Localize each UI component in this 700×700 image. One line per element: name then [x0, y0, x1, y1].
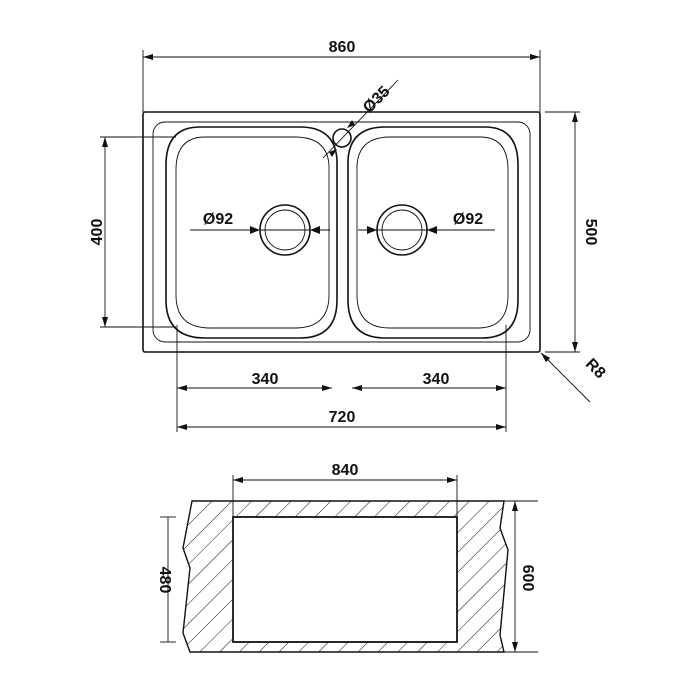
right-bowl-outer [347, 126, 519, 339]
dim-bowls-total-width: 720 [329, 409, 356, 426]
sink-top-view: 860 Ø35 Ø92 Ø92 400 500 R8 340 [89, 39, 608, 432]
left-bowl-outer [165, 126, 338, 339]
tap-hole [332, 128, 352, 148]
dim-bowl-left-width: 340 [252, 371, 279, 388]
countertop-hatched [182, 500, 509, 653]
dim-drain-right: Ø92 [453, 211, 483, 228]
dim-corner-radius: R8 [582, 356, 609, 383]
right-bowl-inner [356, 136, 509, 329]
dim-cutout-depth: 480 [156, 567, 173, 594]
dim-bowl-right-width: 340 [423, 371, 450, 388]
left-bowl-inner [175, 136, 330, 329]
sink-outline [142, 111, 541, 353]
cutout-opening [232, 516, 458, 643]
tap-leader [322, 79, 399, 159]
cutout-view: 840 480 600 [156, 462, 538, 653]
dim-overall-width: 860 [329, 39, 356, 56]
radius-leader [540, 352, 591, 403]
dim-bowl-depth: 400 [89, 219, 106, 246]
sink-rim [152, 121, 531, 343]
dim-drain-left: Ø92 [203, 211, 233, 228]
dim-cabinet-depth: 600 [519, 565, 536, 592]
dim-overall-depth: 500 [582, 219, 599, 246]
dim-cutout-width: 840 [332, 462, 359, 479]
